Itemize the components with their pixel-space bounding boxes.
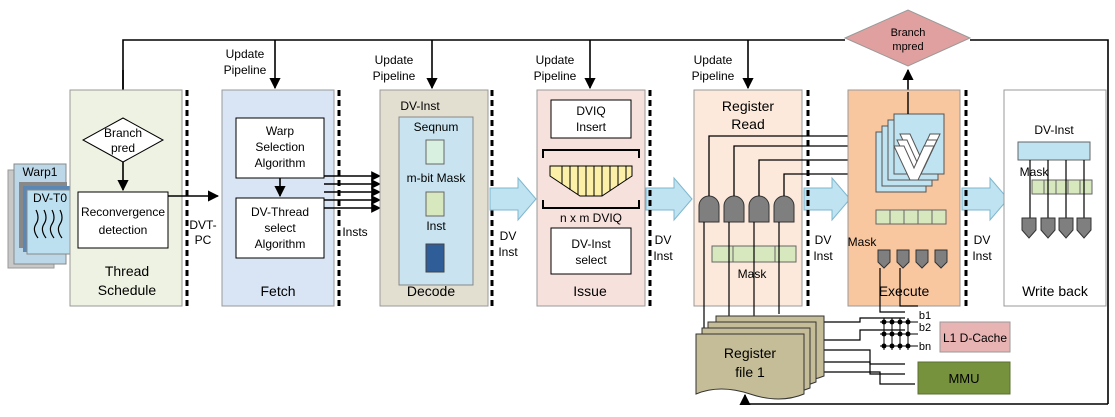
- branch-mpred-node: Branch mpred: [843, 9, 972, 67]
- svg-text:MMU: MMU: [948, 371, 979, 386]
- svg-text:PC: PC: [195, 233, 212, 247]
- decode-stage: DV-Inst Seqnum m-bit Mask Inst Decode: [379, 89, 489, 307]
- branch-pred-label: Branch: [104, 126, 142, 140]
- dv-inst-3-label: DV: [815, 233, 832, 247]
- svg-text:Insert: Insert: [576, 120, 607, 134]
- dv-thread-select-label: DV-Thread: [251, 205, 309, 219]
- svg-text:Algorithm: Algorithm: [255, 237, 306, 251]
- fetch-stage: Warp Selection Algorithm DV-Thread selec…: [221, 89, 335, 307]
- update-pipeline-bus: [117, 39, 1109, 406]
- execute-title: Execute: [879, 283, 930, 299]
- register-file: Register file 1: [695, 315, 825, 400]
- svg-text:detection: detection: [99, 223, 148, 237]
- svg-text:select: select: [264, 221, 296, 235]
- dv-inst-1-label: DV: [500, 229, 517, 243]
- fetch-update-label-2: Pipeline: [224, 63, 267, 77]
- decode-dv-inst-label: DV-Inst: [400, 99, 440, 113]
- dv-inst-4-label: DV: [974, 233, 991, 247]
- decode-update-label-1: Update: [375, 53, 414, 67]
- insts-arrows: [324, 171, 381, 213]
- svg-text:Inst: Inst: [653, 249, 673, 263]
- warp-stack: Warp1 DV-T0: [7, 163, 74, 269]
- execute-stage: Mask Execute: [847, 89, 961, 307]
- svg-text:b2: b2: [919, 322, 931, 334]
- insts-label: Insts: [342, 225, 367, 239]
- register-read-title: Register: [722, 98, 774, 114]
- write-back-mask-label: Mask: [1020, 165, 1050, 179]
- svg-text:bn: bn: [919, 341, 931, 353]
- svg-text:select: select: [575, 253, 607, 267]
- dv-inst-2-label: DV: [655, 233, 672, 247]
- svg-text:L1 D-Cache: L1 D-Cache: [943, 331, 1007, 345]
- l1-dcache: L1 D-Cache: [939, 321, 1011, 353]
- bit-grid: b1 b2 bn: [880, 310, 931, 353]
- fetch-update-label-1: Update: [226, 47, 265, 61]
- decode-update-label-2: Pipeline: [373, 69, 416, 83]
- dviq-label: n x m DVIQ: [560, 211, 622, 225]
- regread-update-label-1: Update: [694, 53, 733, 67]
- reconvergence-label: Reconvergence: [81, 205, 165, 219]
- execute-mask-label: Mask: [848, 235, 878, 249]
- block-arrows: [489, 176, 1009, 222]
- fetch-title: Fetch: [260, 283, 295, 299]
- write-back-stage: DV-Inst Mask Write back: [1003, 89, 1107, 307]
- mbit-mask-label: m-bit Mask: [407, 171, 467, 185]
- svg-text:Inst: Inst: [972, 249, 992, 263]
- thread-schedule-title: Thread: [105, 263, 149, 279]
- inst-label: Inst: [426, 219, 446, 233]
- register-read-stage: Register Read Mask: [693, 89, 803, 307]
- mmu: MMU: [917, 361, 1011, 395]
- svg-text:Inst: Inst: [498, 245, 518, 259]
- svg-text:Selection: Selection: [255, 140, 304, 154]
- thread-label: DV-T0: [33, 191, 67, 205]
- issue-title: Issue: [573, 283, 607, 299]
- svg-text:file 1: file 1: [735, 364, 765, 380]
- svg-text:Schedule: Schedule: [98, 282, 157, 298]
- svg-text:pred: pred: [111, 141, 135, 155]
- svg-text:Read: Read: [731, 116, 764, 132]
- warp-selection-label: Warp: [266, 124, 295, 138]
- dvt-pc-label: DVT-: [189, 218, 216, 232]
- decode-title: Decode: [407, 283, 455, 299]
- svg-text:mpred: mpred: [892, 41, 923, 53]
- svg-text:b1: b1: [919, 310, 931, 322]
- thread-schedule-stage: Branch pred Reconvergence detection Thre…: [69, 89, 183, 307]
- regread-update-label-2: Pipeline: [692, 69, 735, 83]
- issue-update-label-2: Pipeline: [534, 69, 577, 83]
- svg-text:Inst: Inst: [813, 249, 833, 263]
- write-back-dv-inst-label: DV-Inst: [1034, 123, 1074, 137]
- svg-text:Algorithm: Algorithm: [255, 156, 306, 170]
- svg-text:Branch: Branch: [891, 27, 926, 39]
- dviq-insert-label: DVIQ: [576, 104, 605, 118]
- register-read-mask-label: Mask: [738, 267, 768, 281]
- thread-squiggles: [33, 209, 63, 239]
- register-file-label-1: Register: [724, 345, 776, 361]
- warp-label: Warp1: [23, 165, 58, 179]
- seqnum-label: Seqnum: [414, 120, 459, 134]
- write-back-title: Write back: [1022, 283, 1089, 299]
- issue-update-label-1: Update: [536, 53, 575, 67]
- issue-stage: DVIQ Insert n x m DVIQ DV-Inst select Is…: [536, 89, 646, 307]
- dv-inst-select-label: DV-Inst: [571, 237, 611, 251]
